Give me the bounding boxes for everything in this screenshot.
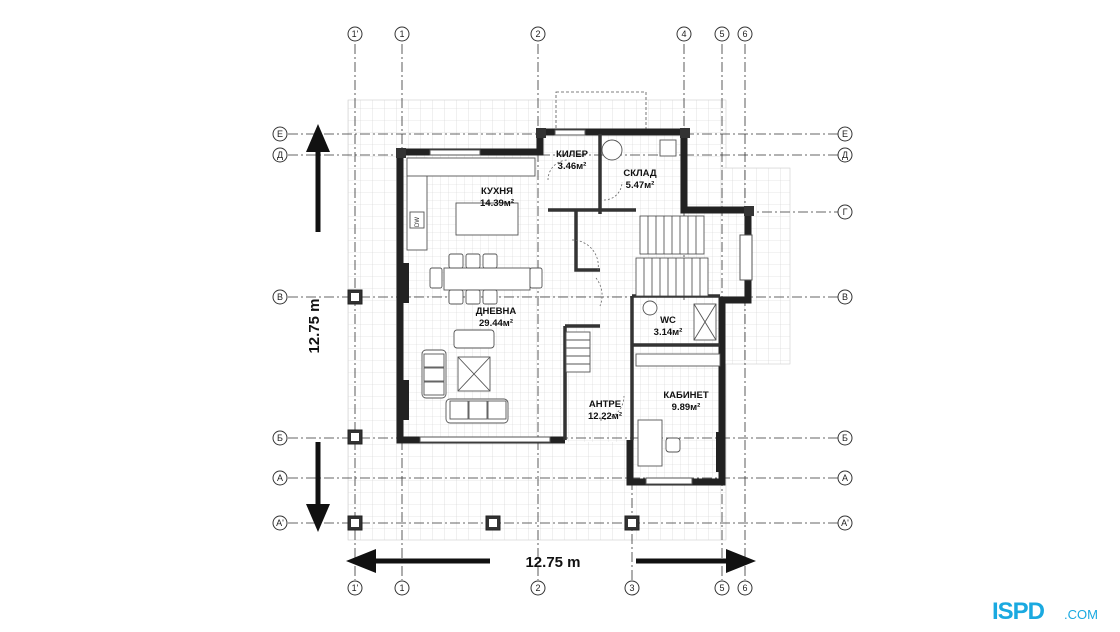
axis-label: 2 [535, 29, 540, 39]
axis-label: В [842, 292, 848, 302]
logo-suffix: .COM [1064, 607, 1098, 622]
width-dimension-label: 12.75 m [525, 554, 580, 571]
axis-label: Г [843, 207, 848, 217]
room-dnevna-name: ДНЕВНА [476, 306, 517, 317]
vertical-dimension-arrow [306, 124, 330, 532]
room-wc-name: WC [660, 315, 676, 326]
terrace-column-caps [351, 293, 636, 527]
axis-label: Д [842, 150, 848, 160]
living-furniture [421, 329, 509, 424]
axis-label: Б [277, 433, 283, 443]
door-swings [547, 159, 625, 421]
axis-bubbles-right: Е Д Г В Б А А' [837, 126, 853, 531]
room-dnevna-area: 29.44м² [479, 318, 513, 329]
room-kuhnya-name: КУХНЯ [481, 186, 513, 197]
axis-label: Д [277, 150, 283, 160]
room-labels: КИЛЕР 3.46м² СКЛАД 5.47м² КУХНЯ 14.39м² … [476, 149, 709, 422]
axis-label: 2 [535, 583, 540, 593]
axis-label: 1' [352, 583, 359, 593]
room-kabinet-area: 9.89м² [672, 402, 701, 413]
axis-label: 1 [399, 583, 404, 593]
axis-label: 4 [681, 29, 686, 39]
axis-label: 5 [719, 29, 724, 39]
office-furniture [635, 353, 721, 467]
room-antre-area: 12.22м² [588, 411, 622, 422]
stairs [635, 215, 709, 297]
axis-label: В [277, 292, 283, 302]
axis-label: Е [842, 129, 848, 139]
axis-label: 6 [742, 583, 747, 593]
axis-label: Б [842, 433, 848, 443]
height-dimension-label: 12.75 m [306, 298, 323, 353]
room-antre-name: АНТРЕ [589, 399, 621, 410]
wc-fixtures [565, 139, 717, 373]
axis-label: А [277, 473, 283, 483]
axis-label: 1 [399, 29, 404, 39]
logo-brand: ISPD [992, 598, 1045, 625]
axis-label: 5 [719, 583, 724, 593]
wall-columns [396, 128, 754, 472]
windows [419, 129, 753, 485]
axis-label: А' [276, 518, 284, 528]
axis-label: 3 [629, 583, 634, 593]
appliance-label: DW [415, 217, 421, 227]
room-kabinet-name: КАБИНЕТ [663, 390, 709, 401]
axis-label: А' [841, 518, 849, 528]
axis-bubbles-left: Е Д В Б А А' [272, 126, 288, 531]
ispd-logo: ISPD .COM [990, 594, 1114, 625]
axis-label: А [842, 473, 848, 483]
axis-label: 6 [742, 29, 747, 39]
room-kuhnya-area: 14.39м² [480, 198, 514, 209]
room-kiler-name: КИЛЕР [556, 149, 589, 160]
axis-bubbles-bottom: 1' 1 2 3 5 6 [347, 580, 753, 596]
axis-bubbles-top: 1' 1 2 4 5 6 [347, 26, 753, 42]
room-kiler-area: 3.46м² [558, 161, 587, 172]
room-sklad-area: 5.47м² [626, 180, 655, 191]
axis-label: 1' [352, 29, 359, 39]
room-wc-area: 3.14м² [654, 327, 683, 338]
room-sklad-name: СКЛАД [623, 168, 657, 179]
axis-label: Е [277, 129, 283, 139]
horizontal-dimension-arrow [346, 549, 756, 573]
kitchen-furniture [406, 157, 543, 305]
